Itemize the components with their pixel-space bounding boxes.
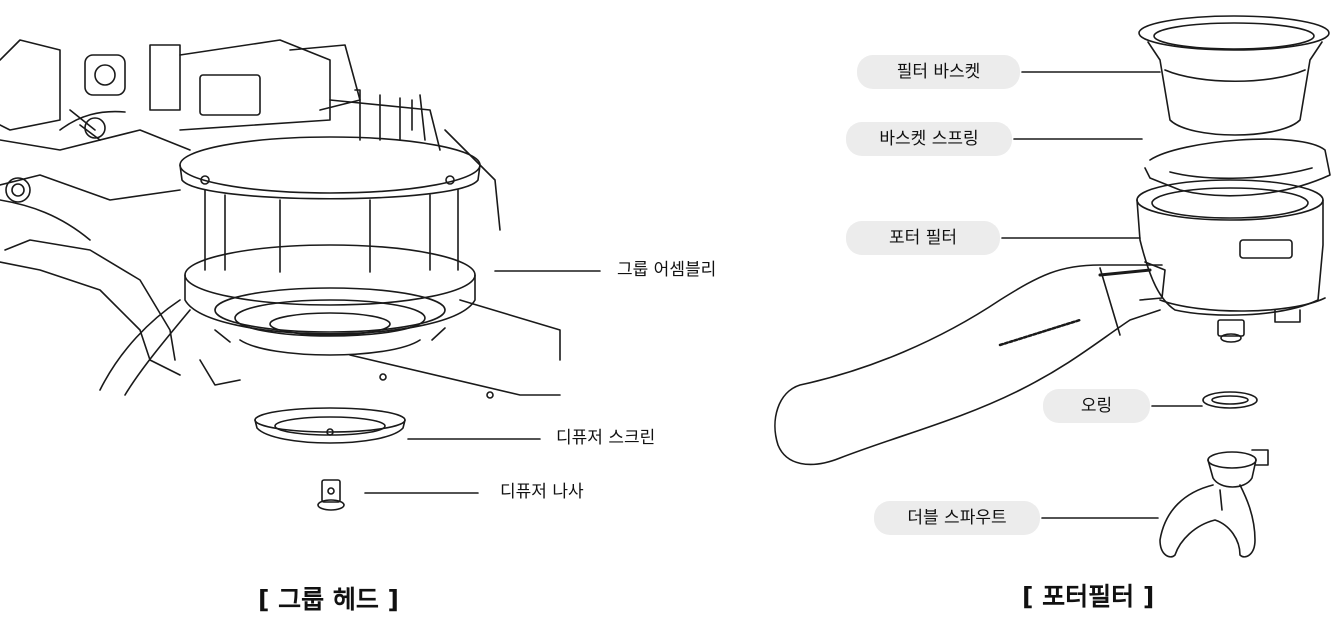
group-head-caption: [ 그룹 헤드 ] (258, 585, 399, 614)
diffuser-screw-label: 디퓨저 나사 (500, 482, 584, 502)
porta-filter-label: 포터 필터 (846, 221, 1000, 255)
group-head-leader-lines (364, 270, 601, 494)
group-head-illustration (0, 39, 561, 511)
filter-basket-label: 필터 바스켓 (857, 55, 1020, 89)
diffuser-screen-label: 디퓨저 스크린 (556, 428, 656, 448)
basket-spring-label: 바스켓 스프링 (846, 122, 1012, 156)
portafilter-illustration (774, 15, 1331, 558)
portafilter-leader-lines (1001, 71, 1203, 519)
double-spout-label: 더블 스파우트 (874, 501, 1040, 535)
group-assembly-label: 그룹 어셈블리 (617, 260, 717, 280)
portafilter-caption: [ 포터필터 ] (1022, 582, 1155, 611)
o-ring-label: 오링 (1043, 389, 1150, 423)
